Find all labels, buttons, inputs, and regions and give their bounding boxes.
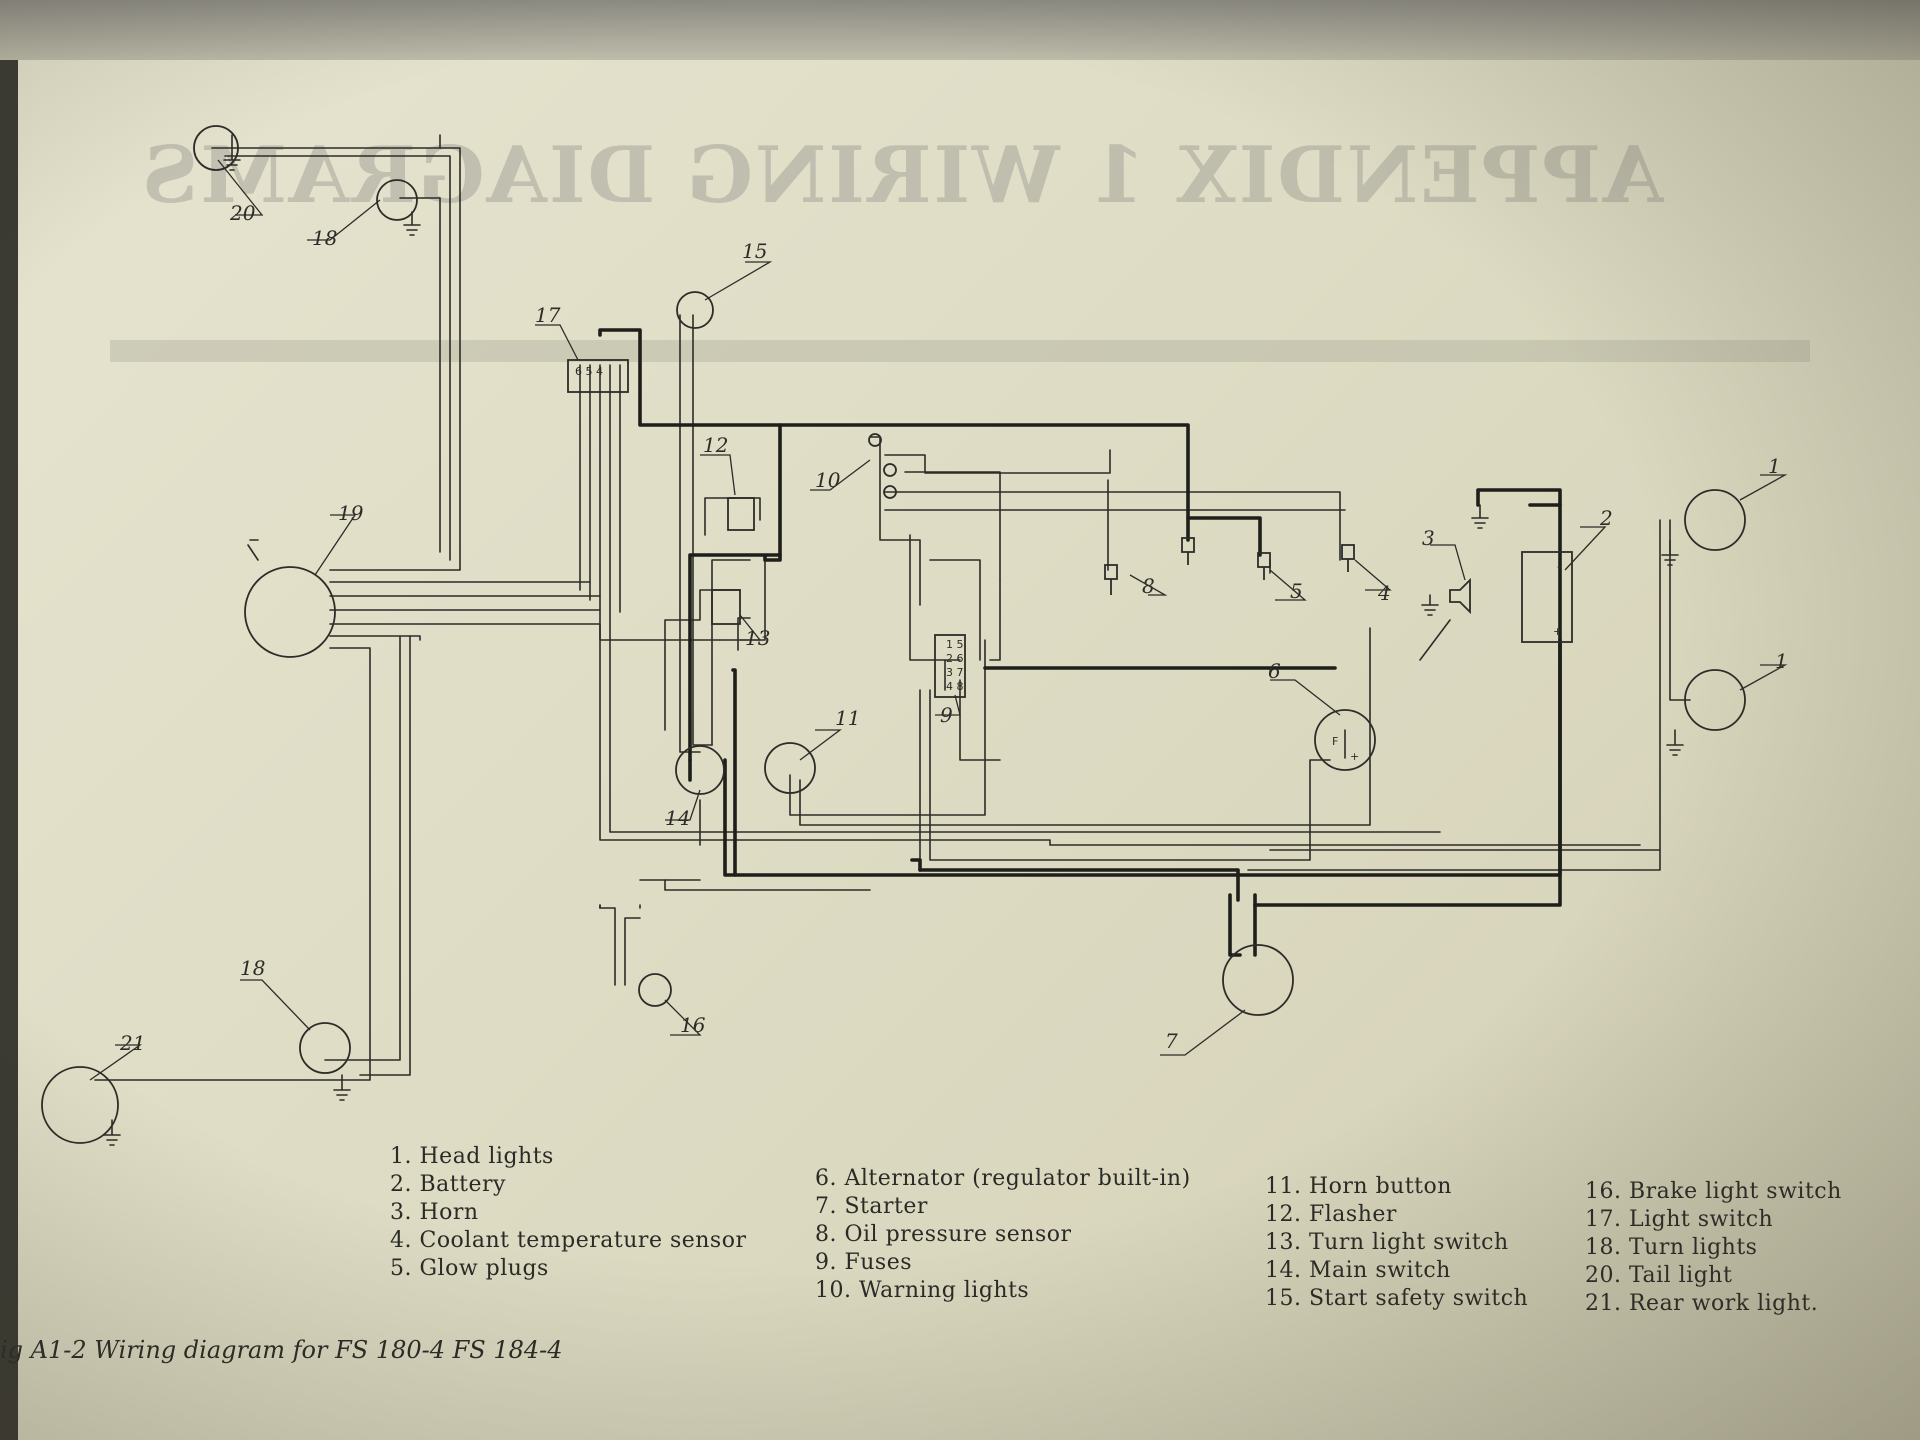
label-16: 16 bbox=[680, 1013, 706, 1037]
legend-item-brake-light-switch: 16. Brake light switch bbox=[1585, 1179, 1842, 1204]
wire-main-thick-a bbox=[598, 328, 782, 562]
label-5: 5 bbox=[1290, 579, 1303, 603]
legend-item-tail-light: 20. Tail light bbox=[1585, 1263, 1733, 1288]
horn-button-symbol bbox=[764, 742, 816, 794]
head-light-lower-symbol bbox=[1684, 669, 1746, 731]
tail-light-symbol bbox=[193, 125, 239, 171]
label-1-upper: 1 bbox=[1768, 454, 1781, 478]
legend-column-4: 16. Brake light switch 17. Light switch … bbox=[1585, 1178, 1842, 1318]
label-20: 20 bbox=[229, 201, 256, 225]
legend-item-horn: 3. Horn bbox=[390, 1200, 479, 1225]
label-10: 10 bbox=[815, 468, 841, 492]
label-18-front: 18 bbox=[312, 226, 337, 250]
label-2: 2 bbox=[1599, 506, 1613, 530]
svg-text:1 5: 1 5 bbox=[946, 638, 964, 651]
label-9: 9 bbox=[940, 703, 953, 727]
label-19: 19 bbox=[338, 501, 364, 525]
starter-symbol bbox=[1222, 944, 1294, 1016]
label-3: 3 bbox=[1422, 526, 1435, 550]
label-12: 12 bbox=[703, 433, 728, 457]
svg-text:3 7: 3 7 bbox=[946, 666, 964, 679]
legend-item-turn-lights: 18. Turn lights bbox=[1585, 1235, 1758, 1260]
label-21: 21 bbox=[119, 1031, 145, 1055]
legend-item-battery: 2. Battery bbox=[390, 1172, 506, 1197]
label-1-lower: 1 bbox=[1775, 649, 1788, 673]
brake-light-switch-symbol bbox=[638, 973, 672, 1007]
manual-page bbox=[18, 0, 1920, 1440]
svg-text:F: F bbox=[1332, 735, 1338, 748]
light-switch-19-symbol bbox=[244, 566, 336, 658]
alternator-symbol bbox=[1314, 709, 1376, 771]
legend-item-start-safety-switch: 15. Start safety switch bbox=[1265, 1286, 1529, 1311]
legend-item-horn-button: 11. Horn button bbox=[1265, 1174, 1452, 1199]
horn-symbol bbox=[1449, 577, 1471, 615]
legend-item-fuses: 9. Fuses bbox=[815, 1250, 913, 1275]
legend-item-turn-light-switch: 13. Turn light switch bbox=[1265, 1230, 1509, 1255]
svg-text:6 5 4: 6 5 4 bbox=[575, 365, 603, 378]
svg-text:2 6: 2 6 bbox=[946, 652, 964, 665]
figure-caption: ig A1-2 Wiring diagram for FS 180-4 FS 1… bbox=[0, 1336, 563, 1364]
label-17: 17 bbox=[535, 303, 561, 327]
rear-work-light-symbol bbox=[41, 1066, 119, 1144]
legend-column-3: 11. Horn button 12. Flasher 13. Turn lig… bbox=[1265, 1173, 1528, 1313]
svg-text:-: - bbox=[1557, 560, 1561, 573]
label-4: 4 bbox=[1377, 581, 1391, 605]
flasher-symbol bbox=[727, 497, 755, 531]
label-18-rear: 18 bbox=[240, 956, 265, 980]
svg-text:+: + bbox=[1553, 625, 1562, 638]
legend-item-alternator: 6. Alternator (regulator built-in) bbox=[815, 1166, 1191, 1191]
fuse-block-symbol bbox=[934, 634, 966, 698]
label-14: 14 bbox=[665, 806, 690, 830]
turn-light-front-symbol bbox=[376, 179, 418, 221]
legend-item-coolant-sensor: 4. Coolant temperature sensor bbox=[390, 1228, 747, 1253]
legend-item-warning-lights: 10. Warning lights bbox=[815, 1278, 1030, 1303]
turn-light-switch-symbol bbox=[711, 589, 741, 625]
label-7: 7 bbox=[1165, 1029, 1178, 1053]
label-6: 6 bbox=[1268, 659, 1281, 683]
legend-item-head-lights: 1. Head lights bbox=[390, 1144, 554, 1169]
battery-symbol bbox=[1521, 551, 1573, 643]
start-safety-switch-symbol bbox=[676, 291, 714, 329]
label-13: 13 bbox=[745, 626, 770, 650]
label-15: 15 bbox=[742, 239, 767, 263]
ground-icon bbox=[223, 134, 241, 171]
legend-item-glow-plugs: 5. Glow plugs bbox=[390, 1256, 549, 1281]
light-switch-17-symbol bbox=[567, 359, 629, 393]
legend-item-oil-pressure-sensor: 8. Oil pressure sensor bbox=[815, 1222, 1072, 1247]
legend-item-light-switch: 17. Light switch bbox=[1585, 1207, 1774, 1232]
legend-column-2: 6. Alternator (regulator built-in) 7. St… bbox=[815, 1165, 1191, 1305]
svg-text:4 8: 4 8 bbox=[946, 680, 964, 693]
reverse-side-bar bbox=[110, 340, 1810, 362]
legend-item-rear-work-light: 21. Rear work light. bbox=[1585, 1291, 1819, 1316]
main-switch-symbol bbox=[675, 745, 725, 795]
head-light-upper-symbol bbox=[1684, 489, 1746, 551]
legend-column-1: 1. Head lights 2. Battery 3. Horn 4. Coo… bbox=[390, 1143, 747, 1283]
label-8: 8 bbox=[1142, 574, 1155, 598]
legend-item-starter: 7. Starter bbox=[815, 1194, 928, 1219]
wire-rear-turn-light bbox=[324, 635, 401, 1061]
wire-tail-light bbox=[211, 147, 461, 571]
svg-text:+: + bbox=[1350, 750, 1359, 763]
rear-turn-light-symbol bbox=[299, 1022, 351, 1074]
page-top-shadow bbox=[0, 0, 1920, 60]
legend-item-flasher: 12. Flasher bbox=[1265, 1202, 1397, 1227]
legend-item-main-switch: 14. Main switch bbox=[1265, 1258, 1451, 1283]
label-11: 11 bbox=[835, 706, 860, 730]
